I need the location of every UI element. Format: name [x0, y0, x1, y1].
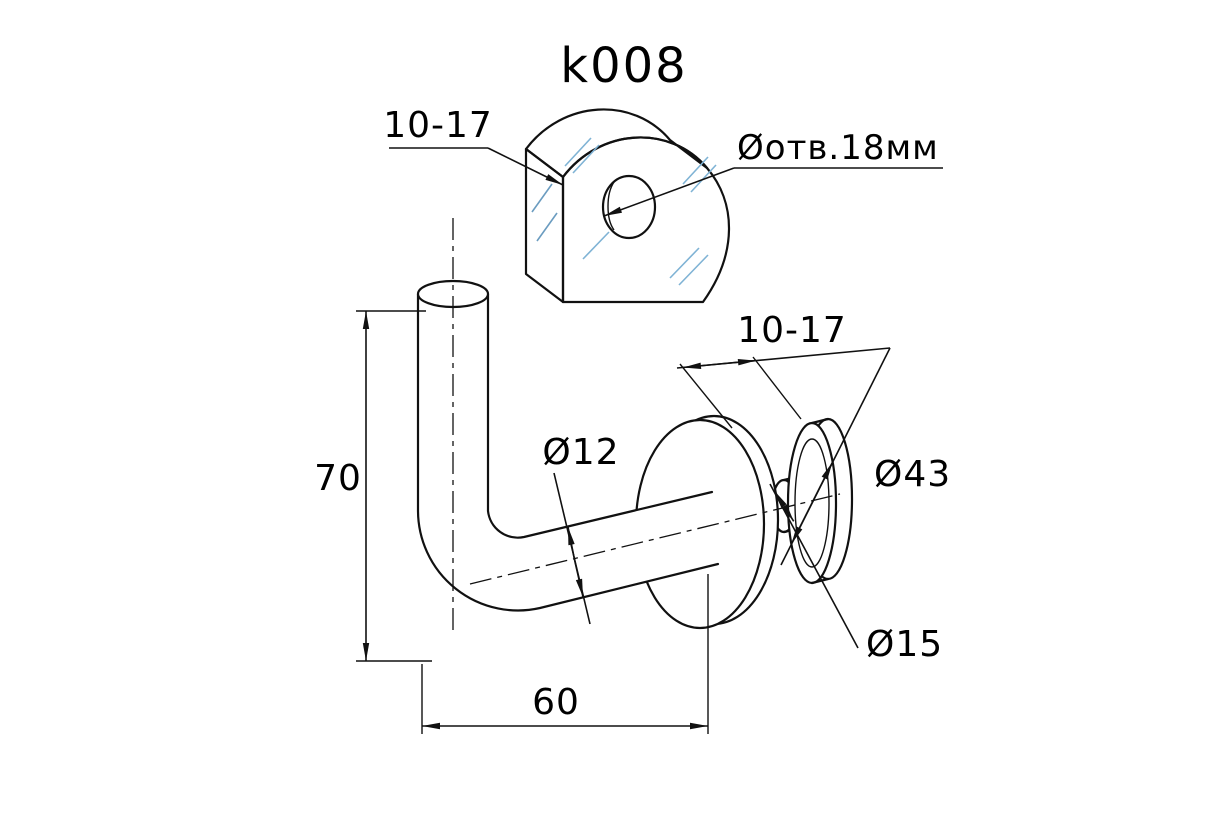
tube-body-fill [418, 294, 718, 611]
dim-hub-diameter: Ø15 [769, 483, 943, 665]
axis-centerline [469, 493, 841, 585]
dim-hole-diameter: Øотв.18мм [603, 128, 943, 217]
clamp-thickness-label: 10-17 [383, 105, 493, 146]
hole-diameter-label: Øотв.18мм [737, 128, 939, 168]
dim-clamp-thickness: 10-17 [383, 105, 564, 186]
clamp-hole-depth [607, 181, 615, 231]
drawing-title: k008 [560, 38, 687, 94]
glass-gap-label: 10-17 [737, 310, 847, 351]
hub-diameter-label: Ø15 [866, 624, 943, 665]
tube-inner-edge [486, 292, 714, 539]
washer-inner-edge [794, 438, 830, 568]
tube-outer-edge [416, 292, 720, 612]
height-label: 70 [314, 458, 362, 499]
technical-drawing: k008 [40, 16, 1205, 816]
centerlines [452, 218, 841, 634]
flange-diameter-label: Ø43 [874, 454, 951, 495]
length-label: 60 [532, 682, 580, 723]
clamp-front-face [561, 136, 731, 304]
dim-glass-gap: 10-17 [676, 310, 891, 429]
dim-length: 60 [421, 574, 709, 734]
dim-tube-diameter: Ø12 [542, 432, 619, 625]
drawing-canvas: k008 [314, 38, 951, 734]
dim-height: 70 [314, 310, 432, 662]
glass-streaks [531, 137, 717, 286]
glass-clamp [524, 108, 731, 304]
clamp-top-face [524, 108, 709, 179]
dim-flange-diameter: Ø43 [780, 347, 951, 566]
tube-diameter-label: Ø12 [542, 432, 619, 473]
